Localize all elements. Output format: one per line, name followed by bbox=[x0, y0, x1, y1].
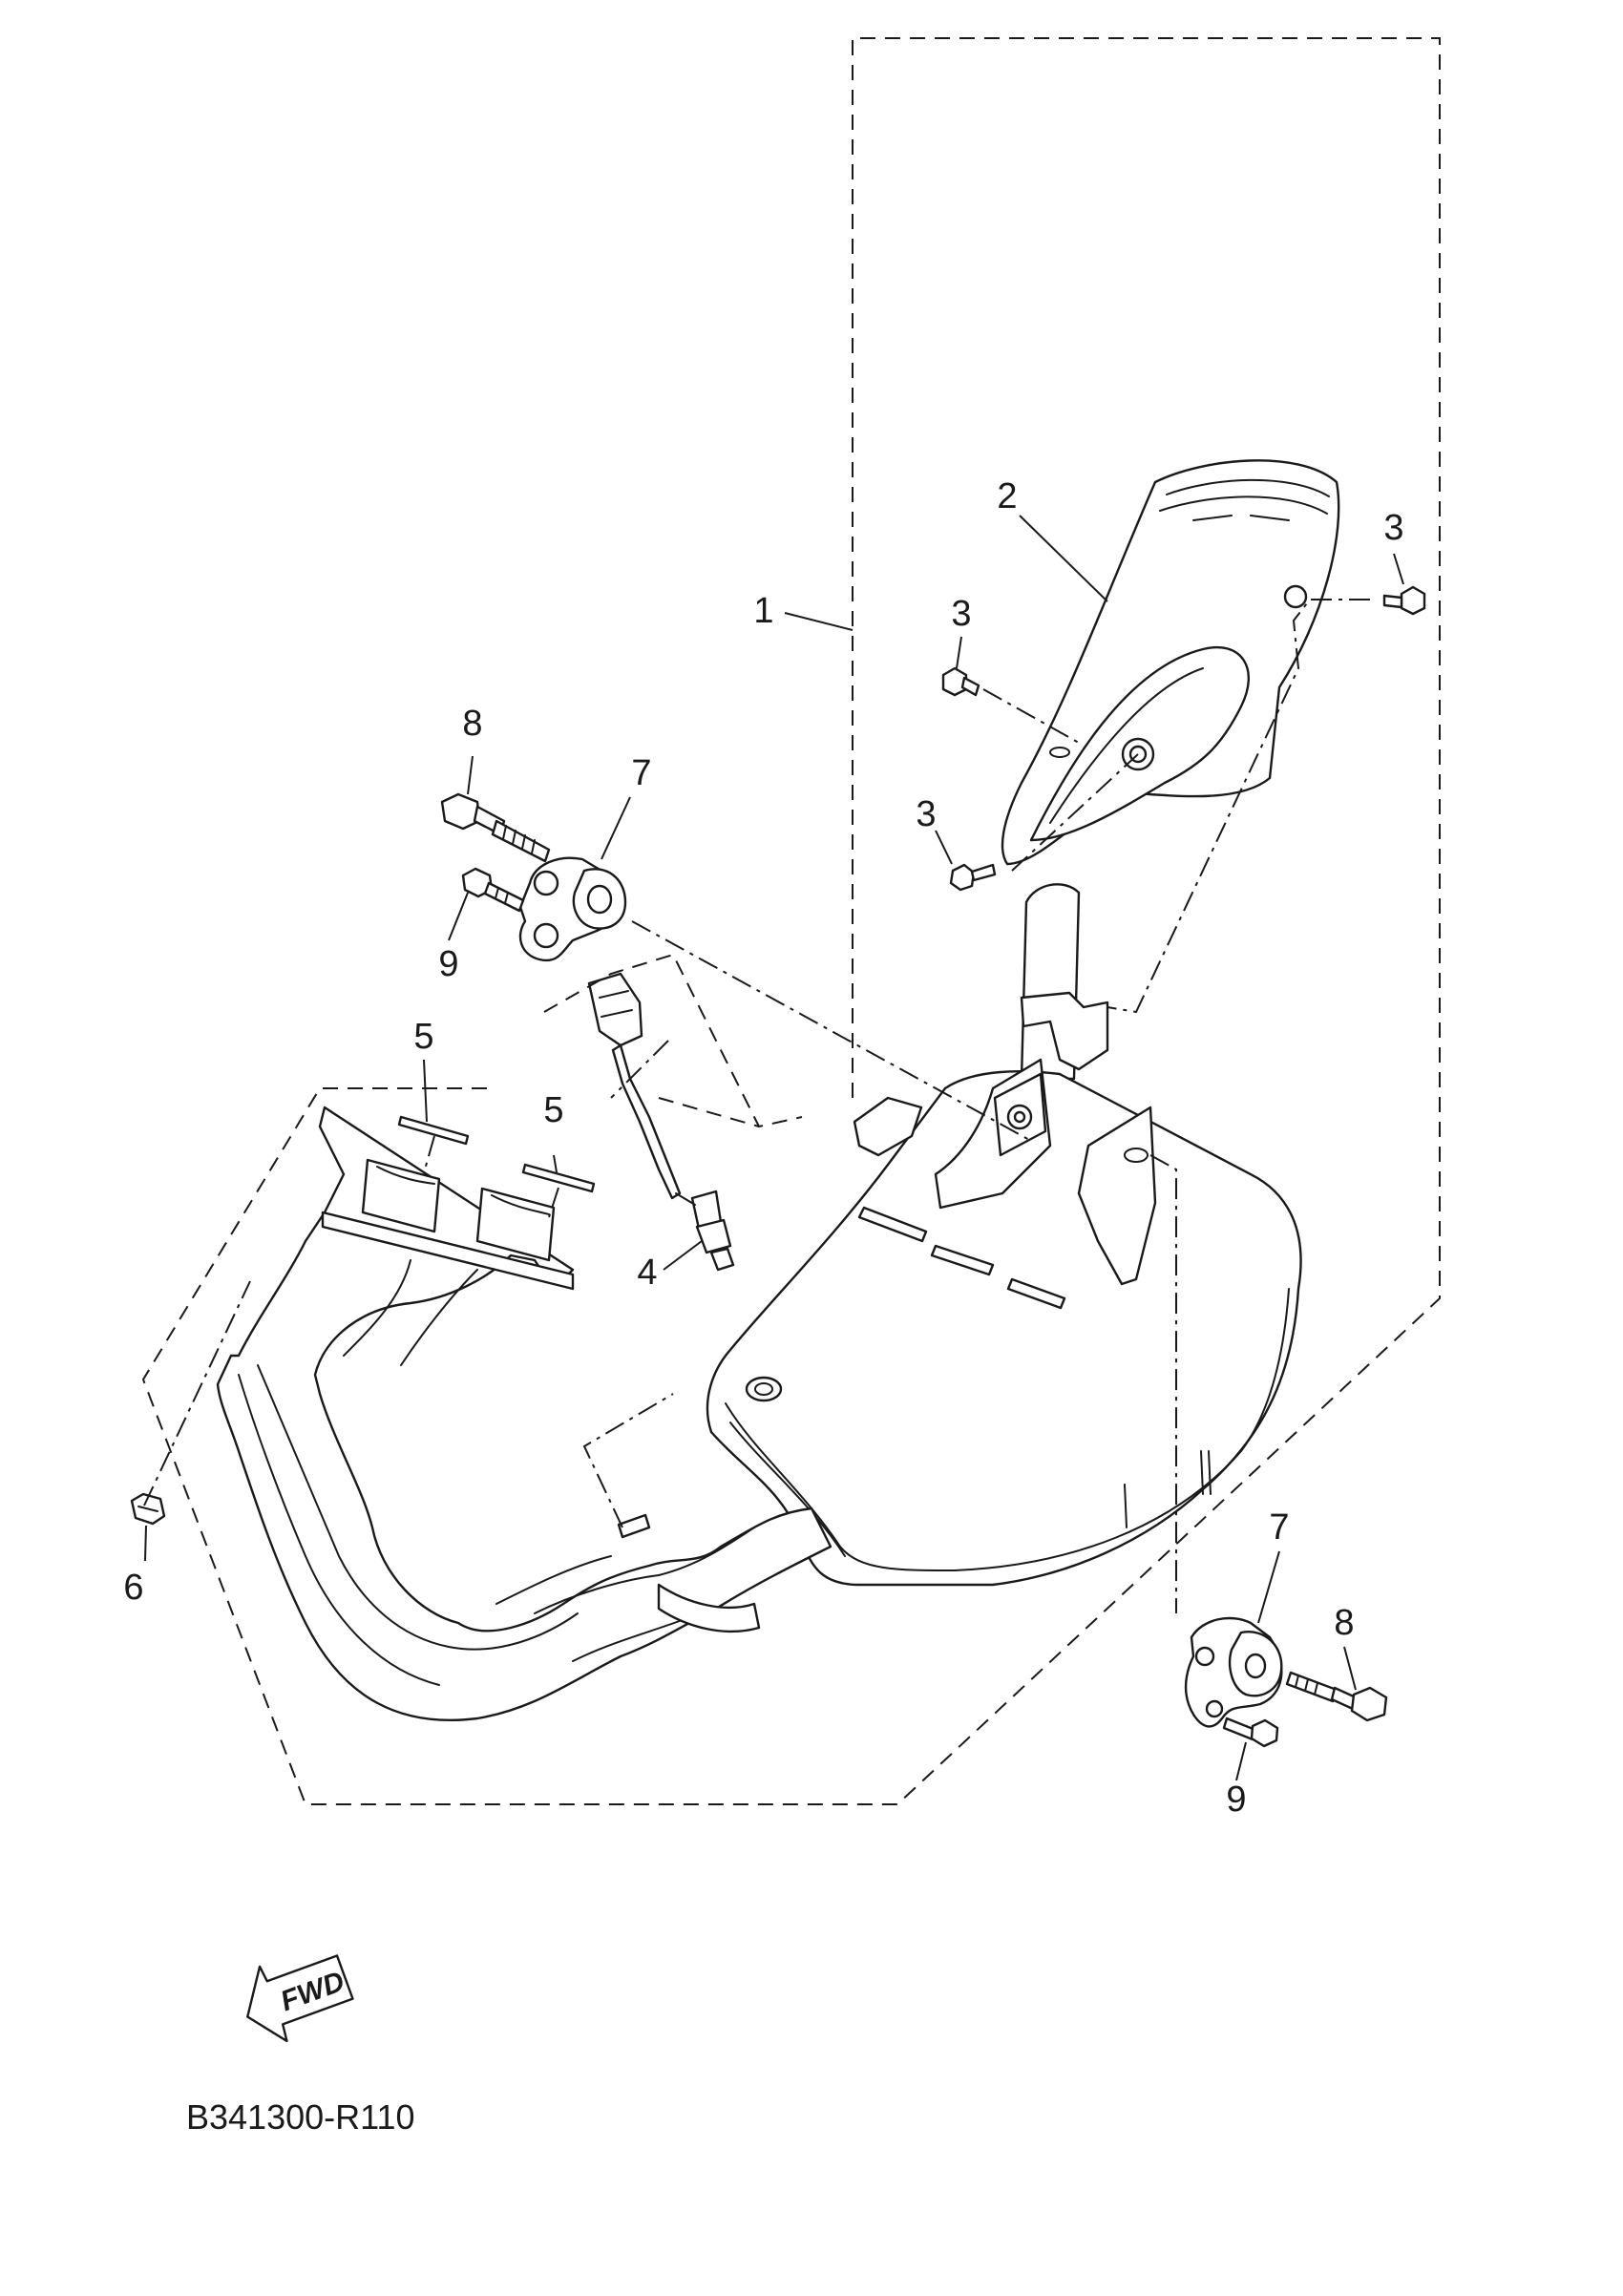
bolt-9-lower bbox=[1222, 1717, 1279, 1748]
bolt-9-upper bbox=[461, 867, 525, 913]
callout-1: 1 bbox=[753, 591, 773, 631]
heat-protector bbox=[1001, 459, 1340, 866]
callout-5-left: 5 bbox=[413, 1017, 433, 1057]
alignment-lines bbox=[143, 599, 1370, 1613]
callout-3-right: 3 bbox=[1383, 508, 1403, 548]
sensor-boundary-lower bbox=[658, 1097, 760, 1127]
fwd-arrow-icon: FWD bbox=[246, 1954, 354, 2043]
callout-4: 4 bbox=[637, 1253, 657, 1293]
bolt-upper bbox=[440, 792, 551, 863]
o2-sensor bbox=[587, 972, 735, 1272]
exhaust-pipe bbox=[216, 1106, 833, 1722]
callout-8-upper: 8 bbox=[462, 704, 482, 744]
callout-5-right: 5 bbox=[543, 1090, 563, 1130]
callout-8-lower: 8 bbox=[1334, 1603, 1354, 1643]
bolt-lower bbox=[1285, 1671, 1388, 1722]
callout-7-lower: 7 bbox=[1269, 1507, 1289, 1548]
callout-2: 2 bbox=[997, 476, 1017, 516]
muffler bbox=[706, 883, 1302, 1587]
callout-3-lower: 3 bbox=[916, 794, 936, 834]
screw-3-lower bbox=[949, 863, 997, 892]
damper-bracket-lower bbox=[1184, 1616, 1283, 1728]
gaskets bbox=[397, 1115, 596, 1193]
drawing-code: B341300-R110 bbox=[186, 2097, 415, 2137]
leader-lines bbox=[144, 515, 1404, 1781]
callout-9-upper: 9 bbox=[438, 944, 458, 984]
callout-6: 6 bbox=[123, 1568, 143, 1608]
callout-7-upper: 7 bbox=[631, 753, 651, 793]
damper-bracket-upper bbox=[518, 856, 627, 962]
screw-3-right bbox=[1382, 585, 1426, 616]
sensor-boundary bbox=[543, 953, 803, 1128]
nut-6 bbox=[130, 1492, 166, 1526]
callout-3-left: 3 bbox=[951, 594, 971, 634]
screw-3-left bbox=[941, 666, 980, 697]
callout-9-lower: 9 bbox=[1226, 1780, 1246, 1820]
callout-labels: 1 2 3 3 3 4 5 5 6 7 7 8 8 9 9 bbox=[123, 476, 1403, 1820]
assembly-1-boundary bbox=[141, 37, 1441, 1805]
